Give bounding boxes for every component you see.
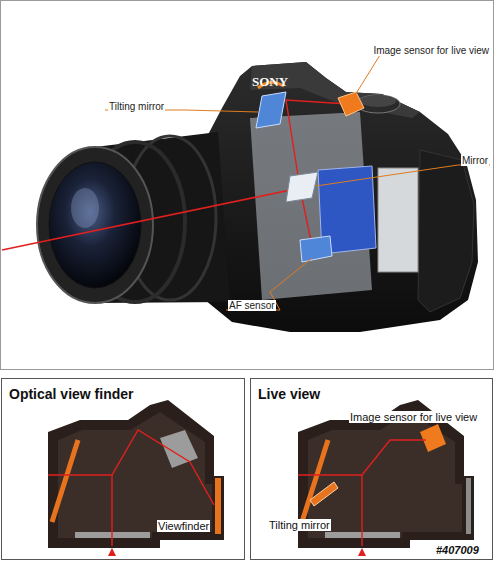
callout-label: Mirror xyxy=(461,155,489,166)
image-sensor xyxy=(420,424,446,452)
light-ray xyxy=(298,440,426,475)
panel-frame xyxy=(251,379,493,560)
callout-label: AF sensor xyxy=(228,300,276,311)
frame xyxy=(1,1,494,370)
main-mirror xyxy=(286,172,318,202)
panel: Optical view finder xyxy=(2,379,248,559)
mirror-part xyxy=(52,440,78,522)
light-ray xyxy=(48,430,214,505)
callout-label: Mirror xyxy=(461,150,489,168)
camera-body xyxy=(200,62,478,332)
mode-dial-top xyxy=(360,95,396,107)
lens-glass xyxy=(49,162,141,288)
panel: Live view xyxy=(251,379,494,559)
lens-front xyxy=(37,147,153,303)
light-ray xyxy=(361,475,362,546)
eyepiece xyxy=(466,478,471,534)
grip xyxy=(418,150,474,312)
body-section xyxy=(48,400,224,548)
light-ray xyxy=(2,188,300,250)
prism xyxy=(160,430,198,468)
lens-highlight xyxy=(71,188,99,228)
part-label: Image sensor for live view xyxy=(349,411,478,423)
cross-section xyxy=(298,400,474,556)
part-label: Tilting mirror xyxy=(268,515,331,533)
leader-line xyxy=(316,165,490,186)
image-sensor xyxy=(338,92,364,116)
brand-logo: SONY xyxy=(252,72,288,90)
ray-arrow xyxy=(108,548,116,556)
callout-label: Image sensor for live view xyxy=(372,45,490,56)
panel-heading: Optical view finder xyxy=(2,379,248,402)
part-label: Viewfinder xyxy=(157,516,210,534)
tilting-mirror xyxy=(256,92,286,128)
part-label: Viewfinder xyxy=(157,520,210,532)
af-sensor xyxy=(300,236,332,262)
leader-line xyxy=(226,258,312,310)
rear-panel xyxy=(378,168,418,272)
watermark: #407009 xyxy=(436,540,479,558)
callout-label: Image sensor for live view xyxy=(372,40,490,58)
eyepiece xyxy=(215,478,221,534)
mode-dial xyxy=(356,95,400,113)
light-ray xyxy=(111,475,112,546)
cross-section xyxy=(48,400,224,556)
callout-label: AF sensor xyxy=(228,295,276,313)
watermark: #407009 xyxy=(436,544,479,556)
part-label: Tilting mirror xyxy=(268,519,331,531)
tilting-mirror xyxy=(310,482,338,506)
brand-logo: SONY xyxy=(252,74,288,89)
panel-frame xyxy=(2,379,245,560)
ray-arrow xyxy=(358,548,366,556)
panel-heading: Live view xyxy=(251,379,494,402)
leader-line xyxy=(352,55,489,100)
callout-label: Tilting mirror xyxy=(108,96,165,114)
part-label: Image sensor for live view xyxy=(349,407,478,425)
mirror-part xyxy=(302,440,328,522)
callout-label: Tilting mirror xyxy=(108,101,165,112)
